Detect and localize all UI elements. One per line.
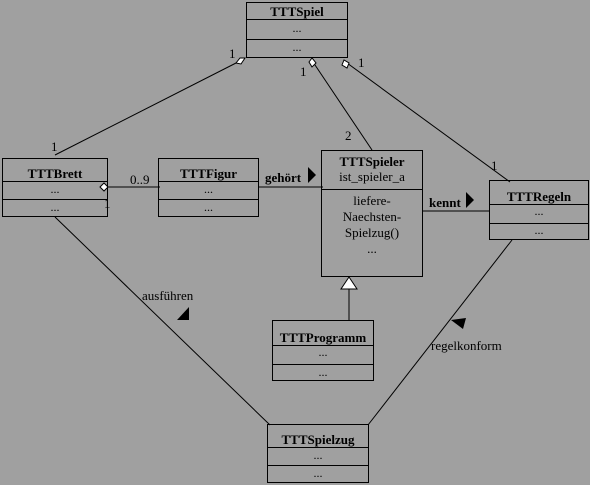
class-tttfigur[interactable]: TTTFigur ... ...	[158, 158, 259, 217]
class-tttprogramm[interactable]: TTTProgramm ... ...	[272, 320, 374, 381]
class-name: TTTSpieler	[339, 154, 405, 169]
operation-line: Naechsten-	[342, 209, 402, 224]
multiplicity-label: 1	[300, 64, 307, 79]
class-attributes: ...	[3, 181, 107, 199]
assoc-spiel-regeln	[346, 62, 511, 183]
multiplicity-label: 2	[345, 128, 352, 143]
class-tttspieler[interactable]: TTTSpieler ist_spieler_a liefere- Naechs…	[321, 150, 423, 277]
direction-arrow-kennt	[466, 192, 474, 208]
class-operations: ...	[247, 39, 347, 54]
operation-line: ...	[367, 241, 377, 256]
class-attributes: ...	[490, 204, 588, 223]
generalization-triangle	[340, 276, 358, 290]
multiplicity-label: 1	[491, 158, 498, 173]
class-name: TTTSpiel	[270, 4, 324, 19]
association-label-gehoert: gehört	[265, 170, 302, 185]
direction-arrow-regelkonform	[451, 318, 466, 329]
assoc-spiel-brett	[54, 61, 239, 156]
class-name: TTTProgramm	[279, 330, 367, 345]
class-operations: ...	[268, 465, 368, 480]
association-label-regelkonform: regelkonform	[431, 338, 502, 353]
class-name: TTTRegeln	[506, 189, 572, 204]
class-attributes: ...	[159, 181, 258, 199]
direction-arrow-ausfuehren	[177, 307, 189, 320]
class-attributes: ist_spieler_a	[339, 169, 405, 184]
multiplicity-label: 1	[51, 139, 58, 154]
class-name: TTTBrett	[27, 166, 83, 181]
class-tttregeln[interactable]: TTTRegeln ... ...	[489, 180, 589, 240]
class-operations: liefere- Naechsten- Spielzug() ...	[322, 189, 422, 257]
multiplicity-label: 1	[358, 55, 365, 70]
assoc-brett-spielzug	[54, 216, 271, 426]
association-label-kennt: kennt	[429, 195, 461, 210]
association-label-ausfuehren: ausführen	[142, 288, 194, 303]
multiplicity-label: 1	[104, 196, 111, 211]
class-operations: ...	[273, 364, 373, 379]
class-attributes: ...	[273, 345, 373, 364]
direction-arrow-gehoert	[308, 167, 316, 183]
assoc-regeln-spielzug	[367, 239, 513, 426]
class-name: TTTSpielzug	[281, 432, 355, 447]
class-name: TTTFigur	[179, 166, 238, 181]
class-operations: ...	[159, 199, 258, 214]
class-tttbrett[interactable]: TTTBrett ... ...	[2, 158, 108, 217]
operation-line: liefere-	[353, 193, 391, 208]
class-attributes: ...	[268, 447, 368, 465]
aggregation-diamond-brett-figur	[99, 182, 109, 192]
class-tttspiel[interactable]: TTTSpiel ... ...	[246, 2, 348, 58]
aggregation-diamond-spiel-brett	[235, 57, 246, 65]
aggregation-diamond-spiel-spieler	[308, 57, 317, 68]
class-attributes: ...	[247, 19, 347, 39]
multiplicity-label: 1	[229, 46, 236, 61]
class-operations: ...	[3, 199, 107, 214]
aggregation-diamond-spiel-regeln	[341, 59, 350, 69]
class-tttspielzug[interactable]: TTTSpielzug ... ...	[267, 424, 369, 483]
assoc-spiel-spieler	[312, 61, 373, 151]
class-operations: ...	[490, 223, 588, 236]
operation-line: Spielzug()	[344, 225, 400, 240]
multiplicity-label: 0..9	[130, 172, 150, 187]
